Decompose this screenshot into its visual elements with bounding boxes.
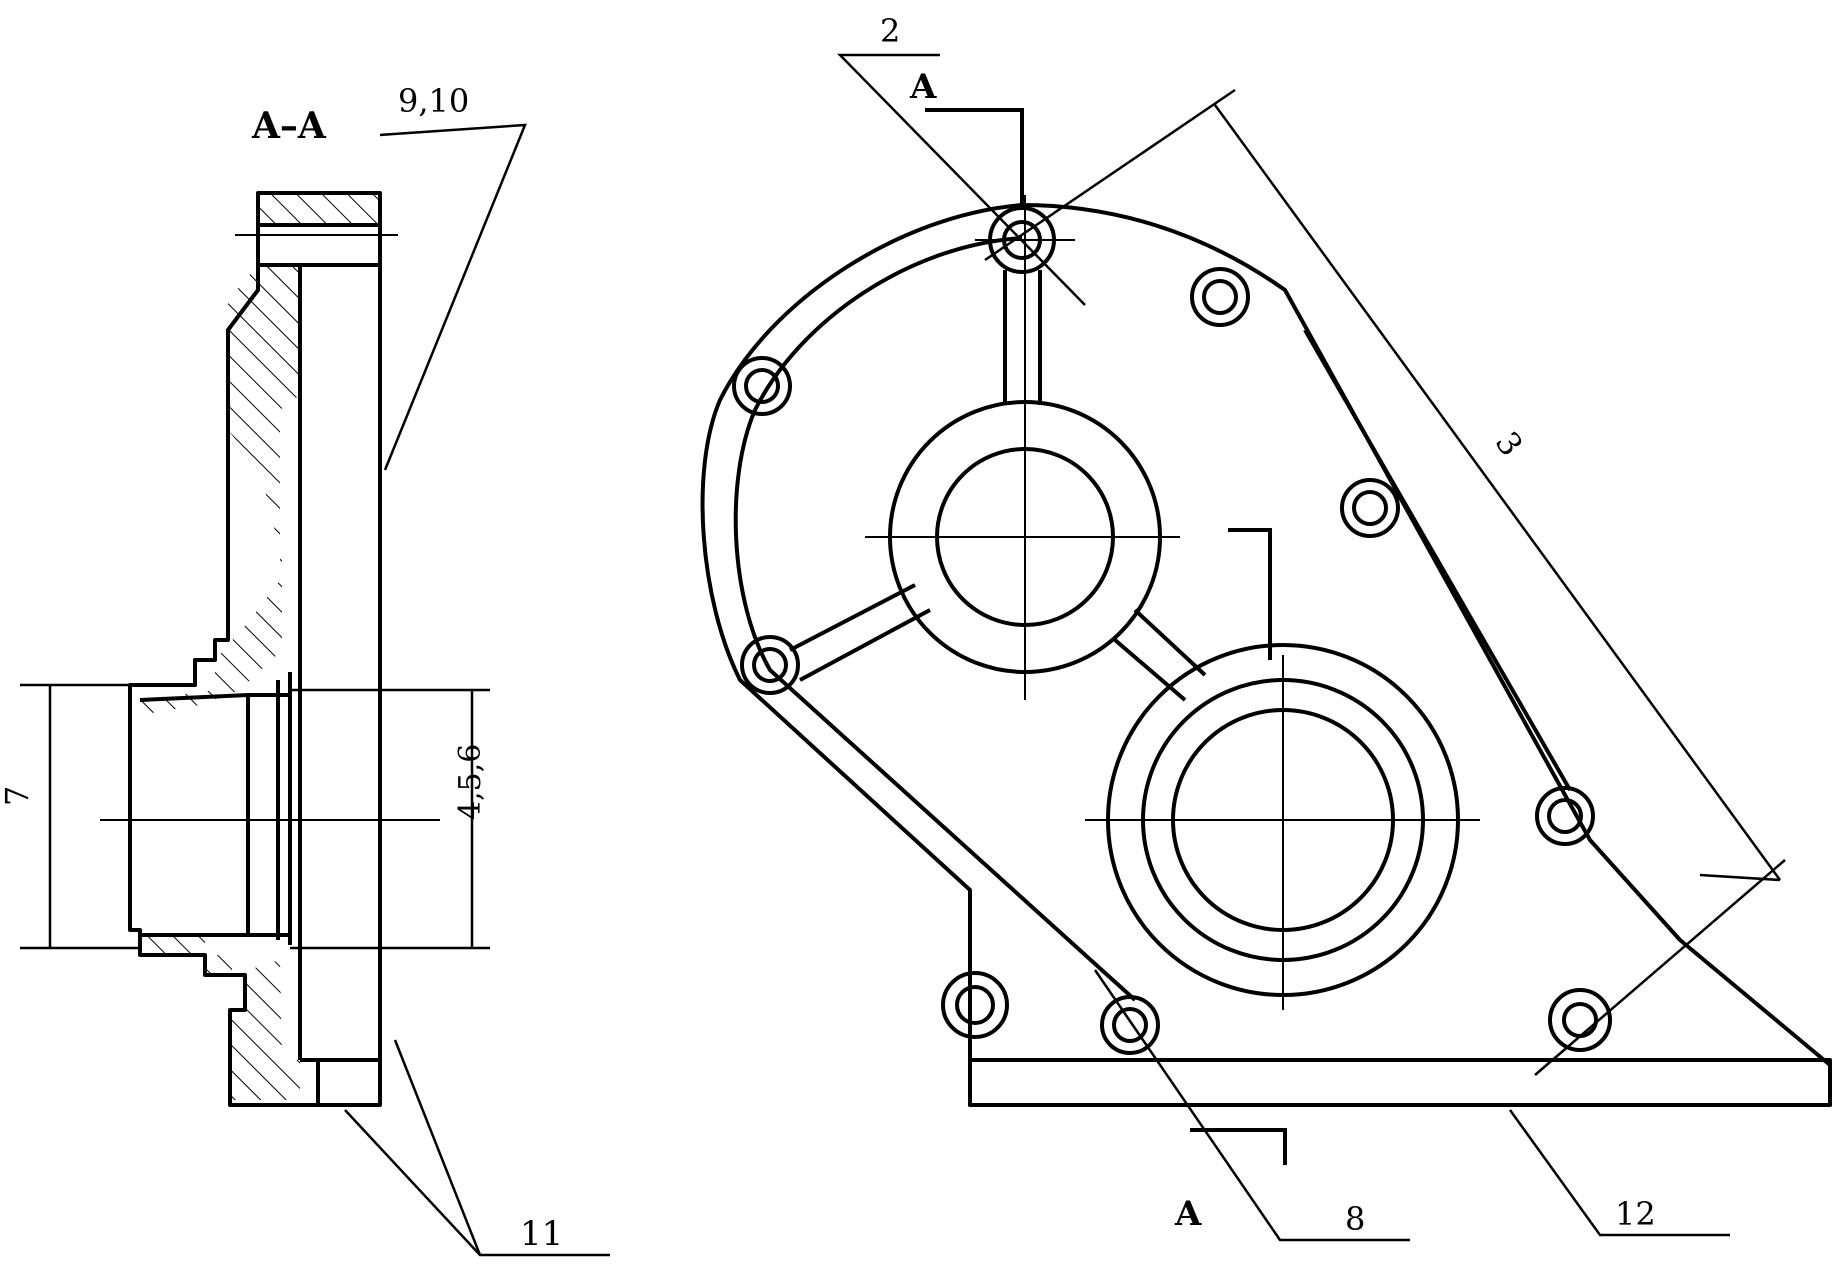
section-title: A–A [251, 105, 327, 147]
dimension-7: 7 [0, 786, 36, 806]
housing-outline [700, 203, 1832, 1107]
section-outline [128, 191, 382, 1107]
callout-12: 12 [1615, 1195, 1656, 1233]
section-cut-line [925, 108, 1287, 1165]
front-view [700, 203, 1832, 1107]
front-centerlines [865, 195, 1480, 1010]
section-hatching [140, 193, 380, 1100]
callout-2: 2 [880, 12, 900, 50]
section-mark-top: A [909, 67, 937, 107]
dimension-4-5-6: 4,5,6 [453, 744, 488, 820]
base-plate [968, 1058, 1832, 1107]
callout-3: 3 [1488, 425, 1531, 463]
flange-rib [733, 236, 1572, 1002]
front-leaders [837, 53, 1786, 1242]
callout-9-10: 9,10 [398, 82, 469, 120]
section-mark-bottom: A [1174, 1194, 1202, 1234]
callout-11: 11 [520, 1214, 563, 1254]
bolt-bosses [732, 206, 1612, 1055]
section-dimensions [20, 123, 610, 1257]
callout-8: 8 [1345, 1200, 1365, 1238]
section-view-a-a [100, 191, 440, 1107]
